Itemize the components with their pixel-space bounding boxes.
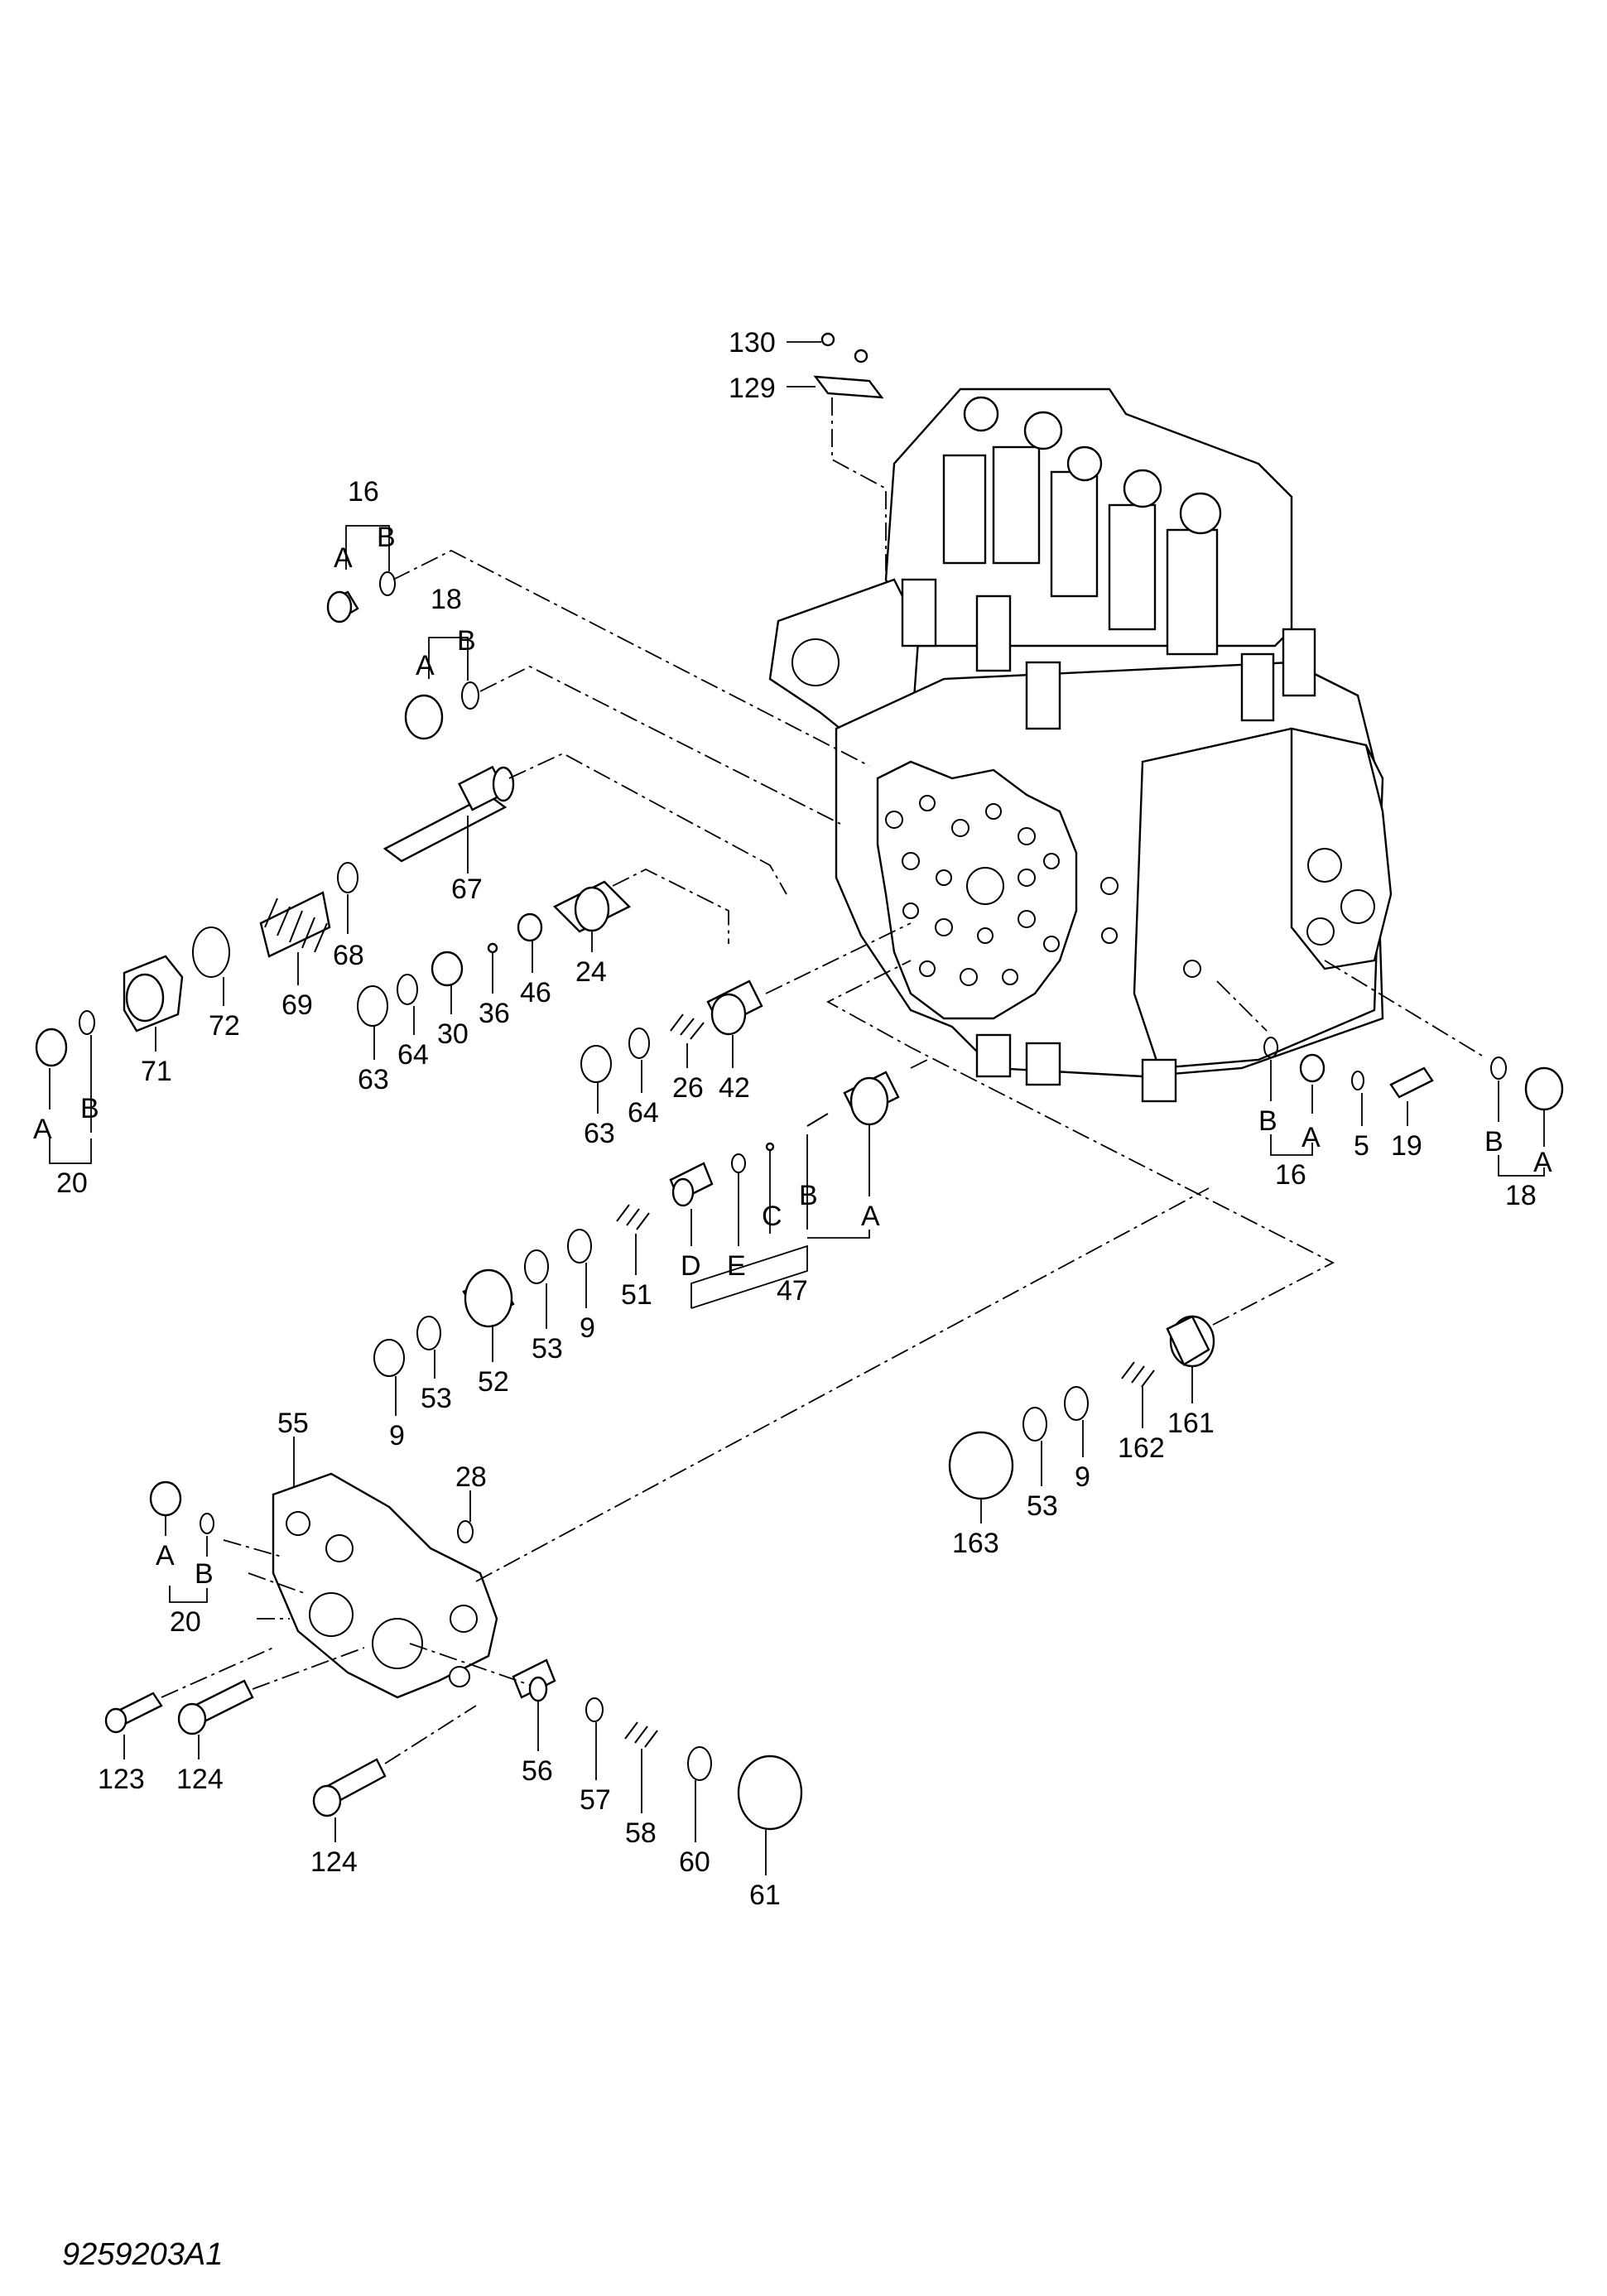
valve-assembly-47 — [669, 1059, 928, 1309]
label-72: 72 — [209, 1010, 240, 1042]
cap-71 — [123, 955, 184, 1052]
label-123: 123 — [98, 1764, 145, 1795]
label-19: 19 — [1391, 1130, 1422, 1162]
label-26: 26 — [672, 1072, 704, 1104]
label-47: 47 — [777, 1275, 808, 1307]
label-56: 56 — [522, 1755, 553, 1787]
label-16-A: A — [334, 542, 353, 574]
label-53c: 53 — [1027, 1490, 1058, 1522]
label-36: 36 — [479, 998, 510, 1029]
relief-group-51 — [373, 1204, 650, 1416]
label-67: 67 — [451, 874, 483, 905]
spring-69 — [259, 891, 331, 985]
label-55: 55 — [277, 1408, 309, 1439]
label-5: 5 — [1354, 1130, 1369, 1162]
label-64: 64 — [397, 1039, 429, 1071]
label-20-B: B — [80, 1093, 99, 1124]
label-60: 60 — [679, 1846, 710, 1878]
label-47-C: C — [762, 1201, 782, 1232]
spool-24-group — [357, 868, 729, 1060]
spool-assembly-67 — [383, 752, 787, 895]
label-57: 57 — [580, 1784, 611, 1816]
label-129: 129 — [729, 373, 776, 404]
label-53: 53 — [532, 1333, 563, 1365]
label-20: 20 — [56, 1167, 88, 1199]
label-18b-A: A — [1533, 1147, 1552, 1178]
control-valve-body — [768, 387, 1393, 1103]
label-130: 130 — [729, 327, 776, 359]
label-53b: 53 — [421, 1383, 452, 1414]
label-9c: 9 — [1075, 1461, 1090, 1493]
label-161: 161 — [1167, 1408, 1215, 1439]
right-plugs — [1216, 960, 1564, 1177]
label-47-E: E — [727, 1250, 746, 1282]
parts-56-61 — [409, 1643, 803, 1875]
label-69: 69 — [281, 989, 313, 1021]
label-28: 28 — [455, 1461, 487, 1493]
oring-72 — [192, 927, 230, 1006]
label-24: 24 — [575, 956, 607, 988]
label-47-B: B — [799, 1180, 818, 1211]
label-63b: 63 — [584, 1118, 615, 1149]
label-52: 52 — [478, 1366, 509, 1398]
label-20b-A: A — [156, 1540, 175, 1572]
label-16-B: B — [377, 522, 396, 553]
label-124: 124 — [176, 1764, 224, 1795]
label-9b: 9 — [389, 1420, 405, 1451]
drawing-code: 9259203A1 — [62, 2237, 223, 2272]
valve-face-ports — [885, 795, 1201, 986]
label-20b-B: B — [195, 1558, 214, 1590]
spool-42-group — [580, 922, 912, 1114]
label-42: 42 — [719, 1072, 750, 1104]
label-9: 9 — [580, 1312, 595, 1344]
plug-18-upper — [404, 637, 841, 825]
label-16b: 16 — [1275, 1159, 1306, 1191]
label-68: 68 — [333, 940, 364, 971]
label-18b-B: B — [1484, 1126, 1504, 1158]
nameplate-group — [787, 332, 887, 571]
label-63: 63 — [358, 1064, 389, 1095]
label-20-A: A — [33, 1114, 52, 1145]
plug-16-upper — [326, 525, 870, 767]
label-64b: 64 — [628, 1097, 659, 1129]
label-20b: 20 — [170, 1606, 201, 1638]
label-18-A: A — [416, 650, 435, 681]
relief-group-161 — [826, 960, 1335, 1523]
label-16: 16 — [348, 476, 379, 508]
label-163: 163 — [952, 1528, 999, 1559]
label-18: 18 — [431, 584, 462, 615]
valve-block-55 — [272, 1187, 1210, 1699]
label-46: 46 — [520, 977, 551, 1008]
plug-20-lower — [149, 1480, 307, 1620]
plug-20-upper — [35, 1010, 95, 1164]
label-51: 51 — [621, 1279, 652, 1311]
bolts-123-124 — [104, 1647, 477, 1842]
label-162: 162 — [1118, 1432, 1165, 1464]
label-47-A: A — [861, 1201, 880, 1232]
label-124b: 124 — [310, 1846, 358, 1878]
label-16b-B: B — [1258, 1105, 1277, 1137]
label-16b-A: A — [1301, 1122, 1321, 1153]
label-18-B: B — [457, 625, 476, 657]
label-58: 58 — [625, 1817, 657, 1849]
label-71: 71 — [141, 1056, 172, 1087]
label-61: 61 — [749, 1880, 781, 1911]
label-30: 30 — [437, 1018, 469, 1050]
label-47-D: D — [681, 1250, 701, 1282]
label-18b: 18 — [1505, 1180, 1537, 1211]
washer-68 — [337, 862, 358, 934]
part-labels: 130 129 16 A B 18 A B 67 68 69 72 71 A B… — [33, 327, 1552, 1911]
